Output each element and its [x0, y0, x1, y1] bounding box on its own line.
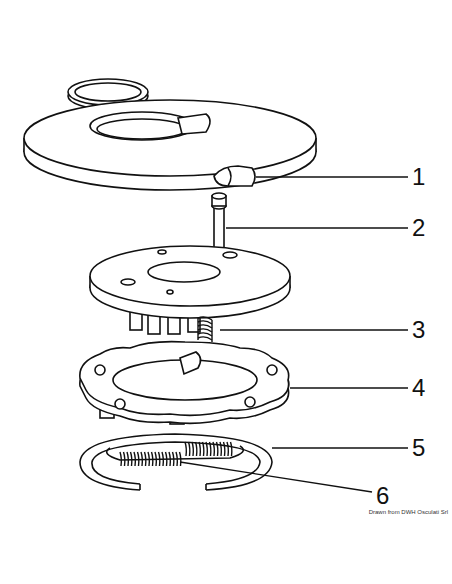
callout-number: 3 — [412, 318, 425, 342]
callout-number: 4 — [412, 376, 425, 400]
leader-lines — [180, 177, 408, 492]
release-button — [214, 166, 255, 186]
callout-number: 5 — [412, 436, 425, 460]
coil-spring — [120, 442, 232, 466]
callout-number: 1 — [412, 165, 425, 189]
watermark: Drawn from DWH Osculati Srl — [369, 509, 448, 515]
star-ring — [80, 342, 289, 424]
spring-coils — [120, 317, 232, 466]
pawl-plate — [90, 246, 290, 334]
callout-number: 6 — [376, 484, 389, 508]
callout-number: 2 — [412, 216, 425, 240]
coil-spring-side — [198, 318, 212, 342]
pin — [212, 193, 226, 254]
coil-spring — [198, 317, 212, 340]
split-ring — [80, 434, 272, 490]
